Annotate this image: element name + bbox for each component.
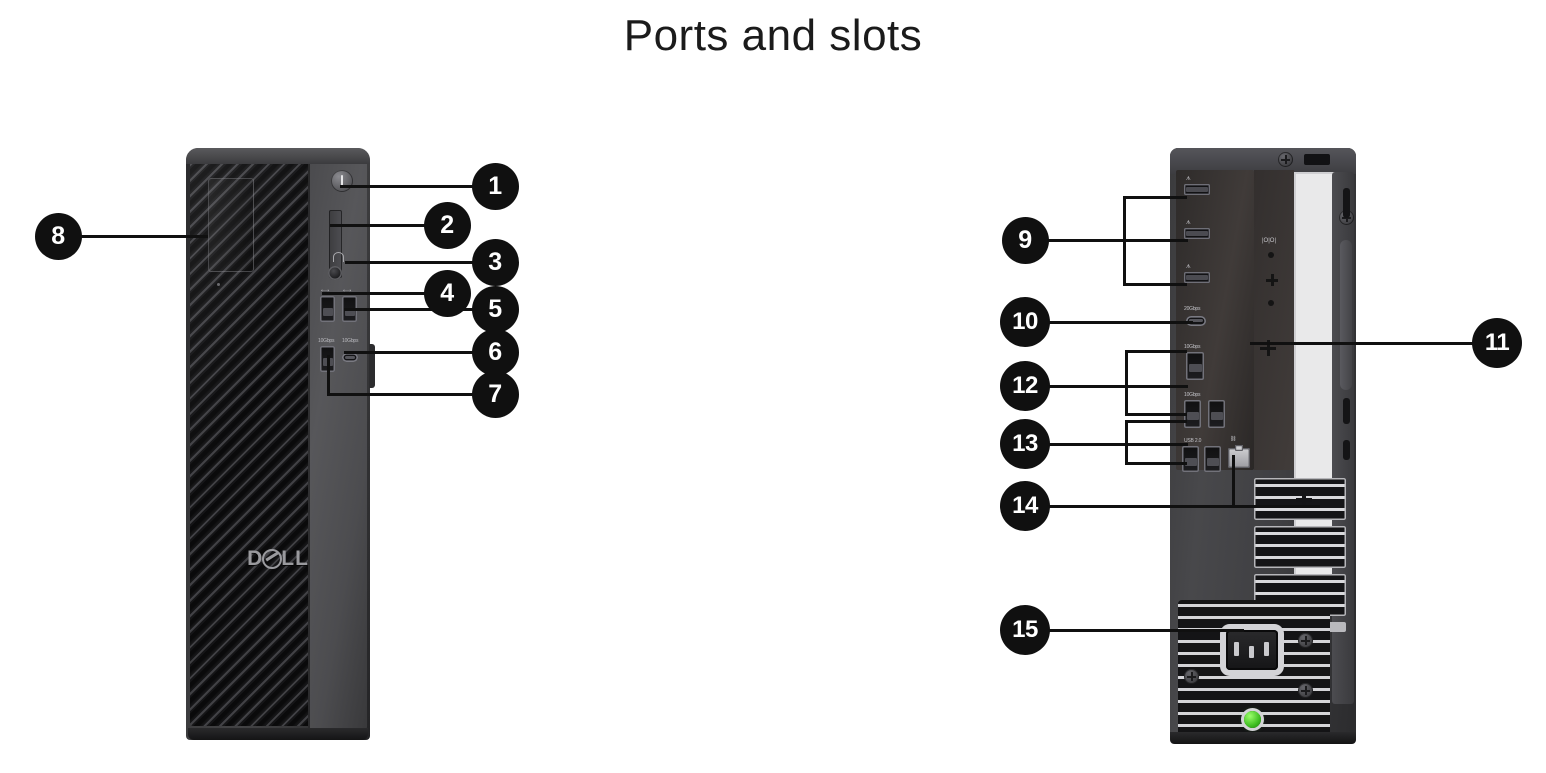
leader-line-14-vertical <box>1232 455 1235 507</box>
psu-screw-left <box>1184 669 1199 684</box>
usb-c-20gbps-port[interactable] <box>1186 316 1206 326</box>
callout-badge-6[interactable]: 6 <box>471 328 519 376</box>
security-slot-mid <box>1343 398 1350 424</box>
usb-10gbps-port-1[interactable] <box>1186 352 1204 380</box>
leader-line-12-top <box>1125 350 1187 353</box>
callout-badge-14[interactable]: 14 <box>1000 481 1050 531</box>
leader-line-4 <box>322 292 426 295</box>
front-side-tab <box>369 344 375 388</box>
dp2-marking: ᗑ <box>1186 220 1191 226</box>
rear-view-chassis: |O|O| ᗑ ᗑ ᗑ 20Gbps 10Gbps 1 <box>1170 148 1356 744</box>
callout-badge-5[interactable]: 5 <box>471 285 519 333</box>
rear-top-screw <box>1278 152 1293 167</box>
dp3-marking: ᗑ <box>1186 264 1191 270</box>
displayport-3[interactable] <box>1184 272 1210 283</box>
leader-line-13-bottom <box>1125 462 1187 465</box>
leader-line-11 <box>1250 342 1475 345</box>
usb-10gbps-port-2[interactable] <box>1184 400 1201 428</box>
leader-line-12-bottom <box>1125 413 1187 416</box>
leader-line-13-bracket <box>1125 420 1128 465</box>
power-cable-connector[interactable] <box>1226 630 1278 670</box>
usb-10gbps-port-3[interactable] <box>1208 400 1225 428</box>
leader-line-13 <box>1048 443 1188 446</box>
rear-motherboard-plate <box>1254 170 1294 470</box>
leader-line-7 <box>327 393 474 396</box>
usb-a-left-icon[interactable] <box>320 296 335 322</box>
callout-badge-4[interactable]: 4 <box>423 269 471 317</box>
usb-10gbps-marking-1: 10Gbps <box>1184 344 1201 350</box>
front-access-door <box>208 178 254 272</box>
usb-left-marking: ⇠⇢ <box>321 288 329 294</box>
front-top-cap <box>186 148 370 164</box>
callout-badge-10[interactable]: 10 <box>1000 297 1050 347</box>
callout-badge-7[interactable]: 7 <box>471 370 519 418</box>
rear-base-foot <box>1170 732 1356 744</box>
callout-badge-13[interactable]: 13 <box>1000 419 1050 469</box>
security-slot-top <box>1343 188 1350 218</box>
usb-a-10gbps-marking: 10Gbps <box>318 338 335 344</box>
leader-line-9 <box>1048 239 1188 242</box>
io-shield-plus-bottom <box>1260 340 1276 356</box>
leader-line-5 <box>344 308 474 311</box>
callout-badge-15[interactable]: 15 <box>1000 605 1050 655</box>
leader-line-1 <box>340 185 474 188</box>
usb-10gbps-marking-2: 10Gbps <box>1184 392 1201 398</box>
io-shield-dot-bottom <box>1268 300 1274 306</box>
callout-badge-11[interactable]: 11 <box>1472 318 1522 368</box>
psu-screw-right <box>1298 633 1313 648</box>
rear-pull-handle <box>1340 240 1352 390</box>
front-air-vent <box>190 154 308 726</box>
io-shield-dot-top <box>1268 252 1274 258</box>
headset-icon <box>333 252 344 262</box>
leader-line-12 <box>1048 385 1188 388</box>
leader-line-2 <box>330 224 426 227</box>
callout-badge-1[interactable]: 1 <box>471 162 519 210</box>
usb-c-10gbps-icon[interactable] <box>342 353 358 362</box>
leader-line-6 <box>344 351 474 354</box>
psu-diagnostic-led <box>1244 711 1261 728</box>
leader-line-14 <box>1048 505 1320 508</box>
usb-20-marking: USB 2.0 <box>1184 438 1202 444</box>
rear-chassis-body: |O|O| ᗑ ᗑ ᗑ 20Gbps 10Gbps 1 <box>1170 148 1356 744</box>
leader-line-8 <box>80 235 208 238</box>
usb-right-marking: ⇠⇢ <box>343 288 351 294</box>
leader-line-3 <box>345 261 473 264</box>
callout-badge-2[interactable]: 2 <box>423 201 471 249</box>
usb-20-port-2[interactable] <box>1204 446 1221 472</box>
security-slot-low <box>1343 440 1350 460</box>
leader-line-9-top <box>1123 196 1187 199</box>
io-shield-plus-top <box>1266 274 1278 286</box>
callout-badge-12[interactable]: 12 <box>1000 361 1050 411</box>
page-title: Ports and slots <box>623 11 923 60</box>
leader-line-10 <box>1048 321 1193 324</box>
callout-badge-8[interactable]: 8 <box>34 212 82 260</box>
leader-line-12-bracket <box>1125 350 1128 416</box>
rear-top-slot <box>1304 154 1330 165</box>
usb-c-10gbps-marking: 10Gbps <box>342 338 359 344</box>
callout-badge-3[interactable]: 3 <box>471 238 519 286</box>
network-port-marking: ⛓ <box>1230 436 1237 442</box>
expansion-slot-cover-1 <box>1254 478 1346 520</box>
io-shield-icon: |O|O| <box>1262 238 1277 244</box>
leader-line-13-top <box>1125 420 1187 423</box>
headset-jack-icon[interactable] <box>328 266 342 280</box>
leader-line-7-vertical <box>327 355 330 394</box>
callout-badge-9[interactable]: 9 <box>1001 216 1049 264</box>
power-button-icon[interactable] <box>331 170 353 192</box>
front-door-pinhole <box>217 283 220 286</box>
leader-line-9-bottom <box>1123 283 1187 286</box>
displayport-1[interactable] <box>1184 184 1210 195</box>
leader-line-15 <box>1048 629 1244 632</box>
front-base-foot <box>188 728 368 740</box>
displayport-2[interactable] <box>1184 228 1210 239</box>
dp1-marking: ᗑ <box>1186 176 1191 182</box>
expansion-slot-cover-2 <box>1254 526 1346 568</box>
usb-20-port-1[interactable] <box>1182 446 1199 472</box>
psu-screw-lower <box>1298 683 1313 698</box>
usb-c-20gbps-marking: 20Gbps <box>1184 306 1201 312</box>
